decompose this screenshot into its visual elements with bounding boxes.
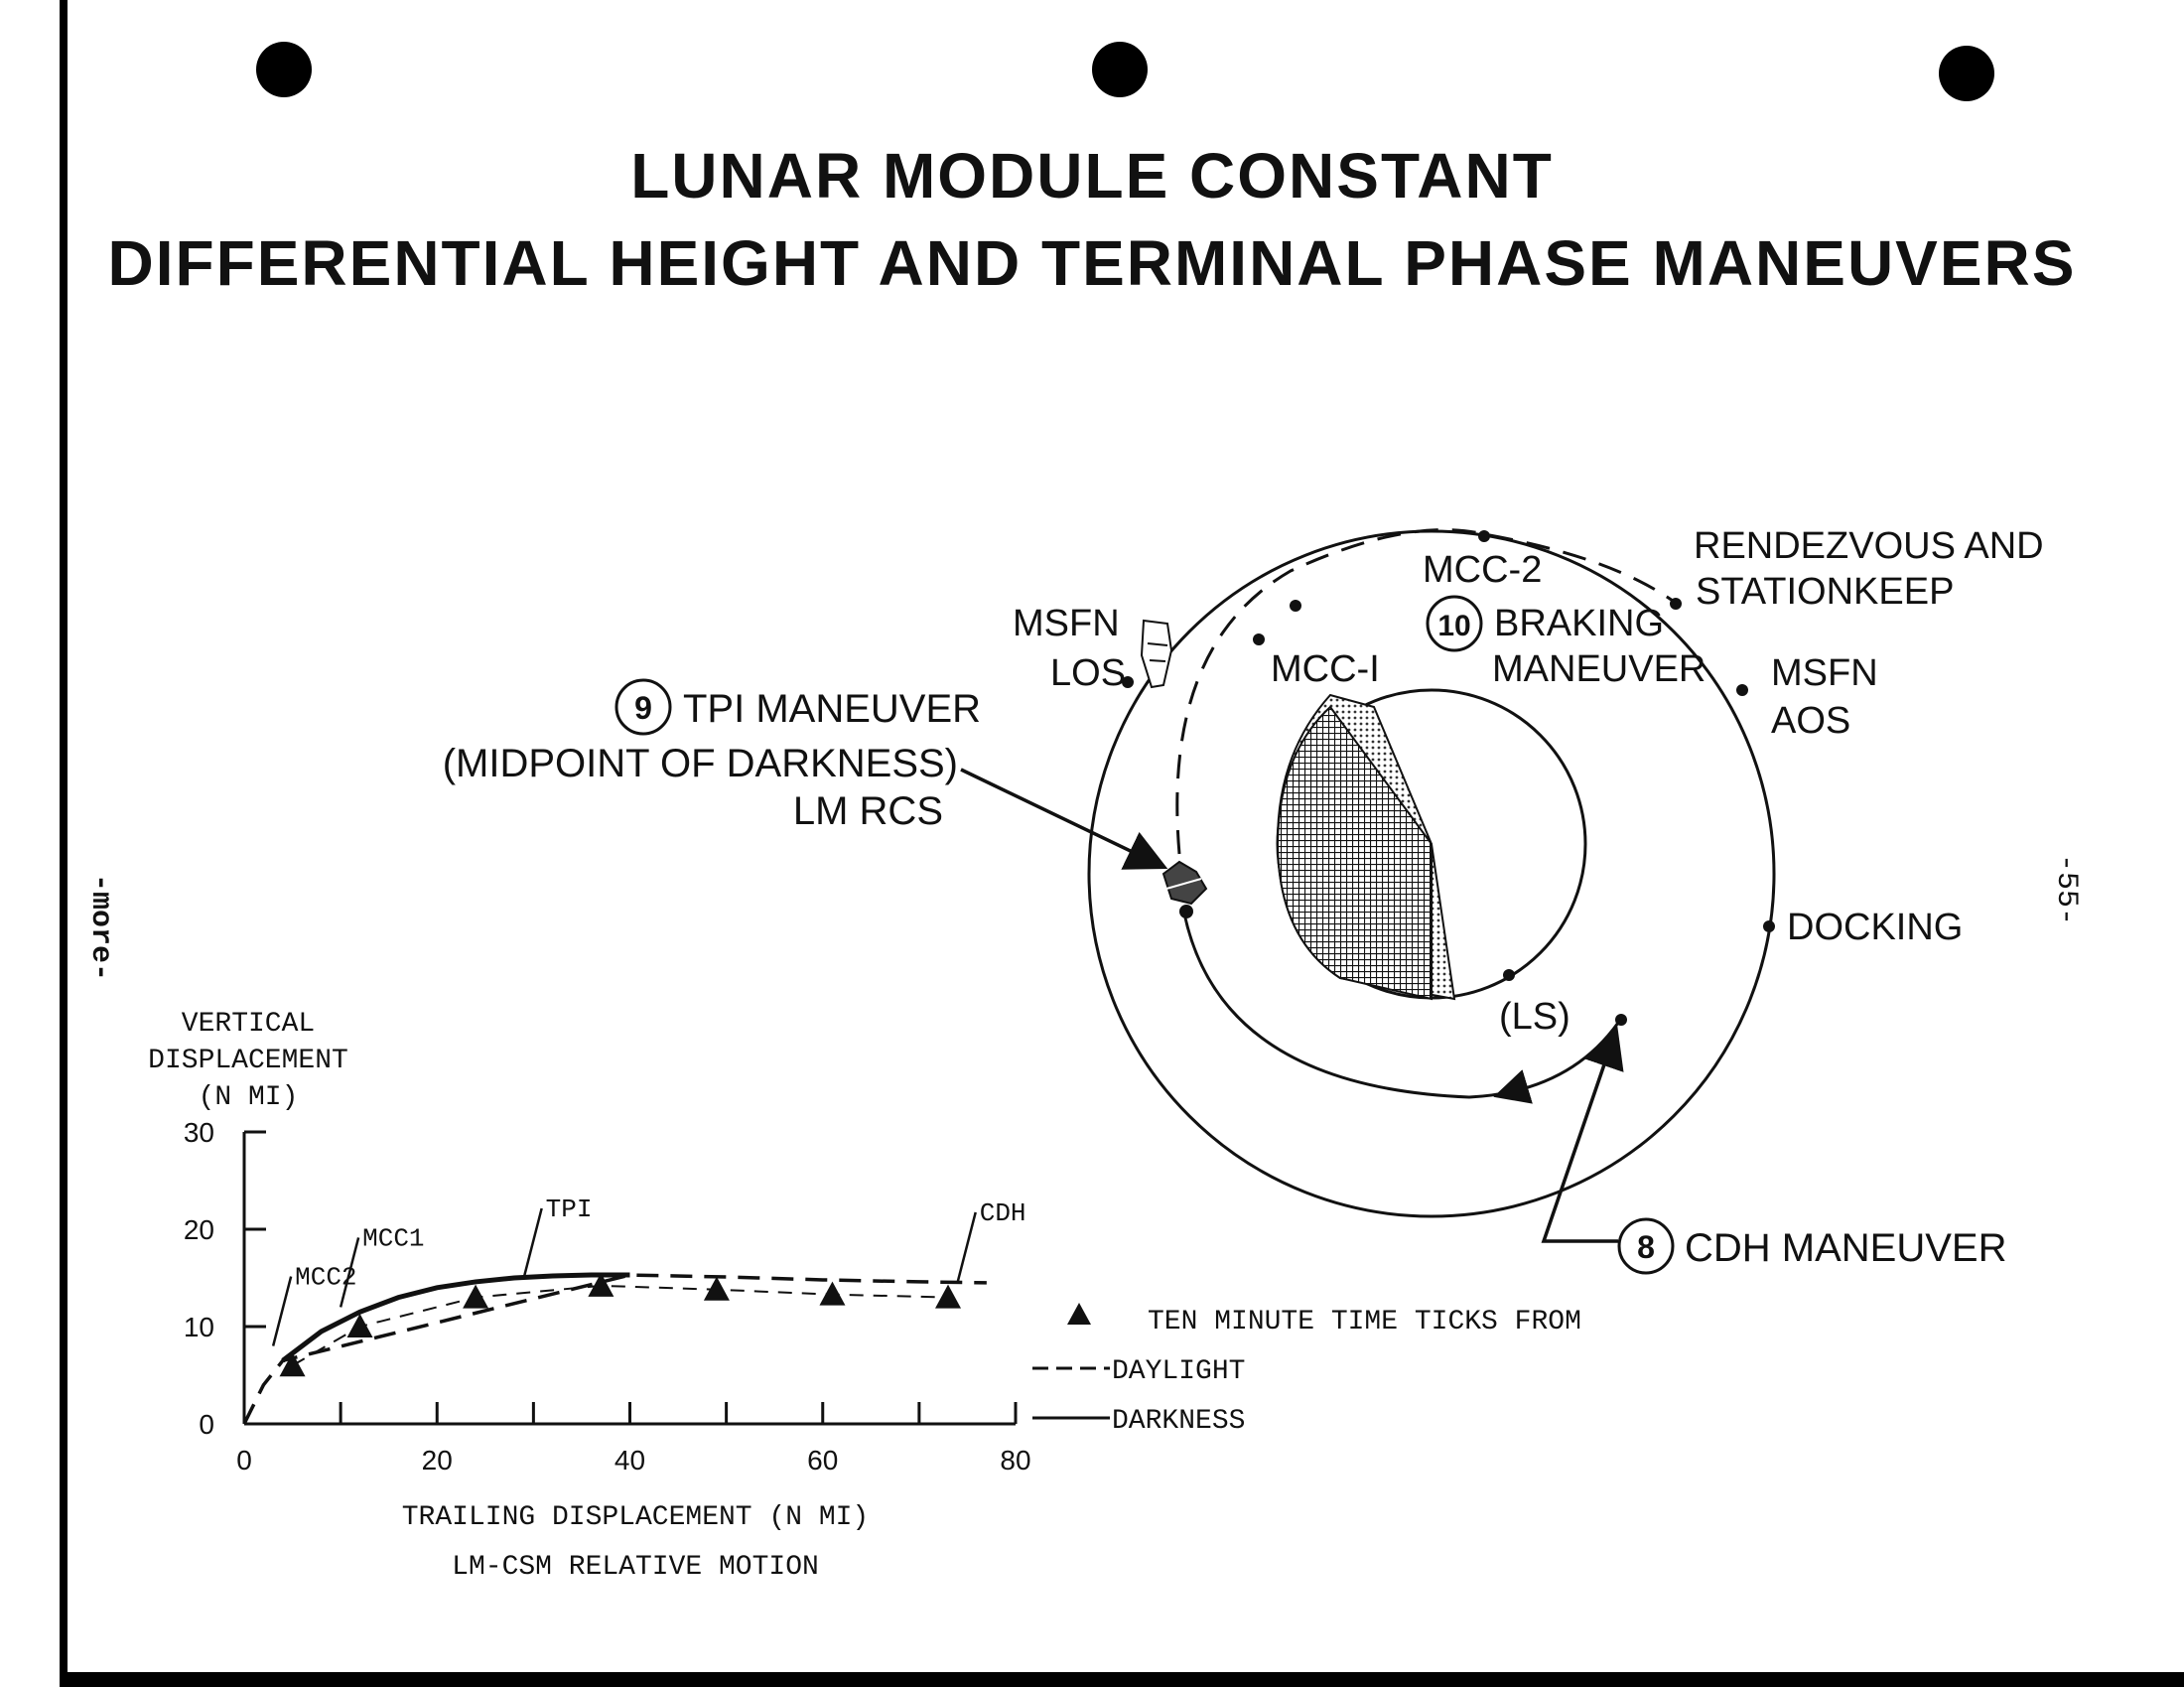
tpi-number-badge — [614, 678, 672, 736]
tpi-number: 9 — [634, 690, 652, 726]
lm-orbit-solid-arc — [1182, 913, 1620, 1099]
annotation-leader — [339, 1237, 360, 1308]
landing-site-point — [1503, 969, 1515, 981]
braking-label-1: BRAKING — [1494, 603, 1664, 644]
braking-number-badge — [1426, 595, 1483, 652]
tpi-label-1: TPI MANEUVER — [683, 687, 981, 731]
y-tick-label: 0 — [199, 1409, 214, 1440]
msfn-aos-label-2: AOS — [1771, 700, 1850, 742]
annotation-leader — [522, 1207, 543, 1279]
cdh-point — [1615, 1014, 1627, 1026]
cdh-number-badge — [1617, 1217, 1675, 1275]
legend-triangle-symbol — [1067, 1303, 1091, 1325]
x-tick-label: 60 — [807, 1445, 838, 1476]
mcc1-point — [1253, 633, 1265, 645]
x-tick-label: 80 — [1000, 1445, 1030, 1476]
time-tick-marker — [279, 1352, 306, 1377]
binder-hole-right — [1939, 46, 1994, 101]
landing-site-label: (LS) — [1499, 996, 1570, 1038]
mcc2-label: MCC-2 — [1423, 549, 1542, 591]
cdh-number: 8 — [1637, 1229, 1655, 1265]
mcc1b-point — [1290, 600, 1301, 612]
tpi-point — [1179, 905, 1193, 918]
chart-subtitle: LM-CSM RELATIVE MOTION — [452, 1552, 819, 1583]
series-line-darkness — [281, 1272, 630, 1363]
msfn-aos-point — [1736, 684, 1748, 696]
annotation-leader — [956, 1211, 977, 1283]
lm-spacecraft-icon — [1161, 860, 1208, 906]
y-tick-label: 20 — [184, 1214, 214, 1245]
docking-point — [1763, 920, 1775, 932]
x-tick-label: 40 — [614, 1445, 645, 1476]
lm-orbit-dashed-arc — [1175, 528, 1674, 855]
braking-label-2: MANEUVER — [1492, 648, 1706, 690]
time-tick-marker — [588, 1272, 614, 1297]
annotation-tpi: TPI — [546, 1195, 593, 1224]
annotation-cdh: CDH — [980, 1198, 1026, 1228]
time-tick-marker — [703, 1276, 730, 1301]
x-tick-label: 0 — [236, 1445, 252, 1476]
binder-hole-center — [1092, 42, 1148, 97]
y-axis-label-1: VERTICAL — [182, 1009, 315, 1040]
y-axis-label-3: (N MI) — [199, 1082, 299, 1113]
tpi-label-2: (MIDPOINT OF DARKNESS) — [443, 742, 958, 785]
mcc1-label: MCC-I — [1271, 648, 1380, 690]
title-line-1: LUNAR MODULE CONSTANT — [630, 140, 1554, 211]
rendezvous-point — [1670, 598, 1682, 610]
time-tick-marker — [819, 1281, 846, 1306]
annotation-leader — [271, 1276, 293, 1346]
rendezvous-label-1: RENDEZVOUS AND — [1694, 525, 2044, 567]
page-border-bottom — [60, 1672, 2184, 1687]
tpi-pointer-arrow — [960, 768, 1168, 870]
lm-orbit-arrow — [1493, 1069, 1533, 1104]
cdh-label: CDH MANEUVER — [1685, 1226, 2006, 1270]
time-tick-marker — [346, 1314, 373, 1337]
x-axis-label: TRAILING DISPLACEMENT (N MI) — [402, 1502, 869, 1533]
y-tick-label: 10 — [184, 1312, 214, 1342]
cdh-pointer-arrow — [1541, 1026, 1624, 1243]
time-tick-marker — [463, 1284, 489, 1309]
csm-spacecraft-icon — [1140, 619, 1173, 689]
page-border-left — [60, 0, 68, 1687]
y-tick-label: 30 — [184, 1117, 214, 1148]
annotation-mcc1: MCC1 — [362, 1223, 424, 1253]
mcc2-point — [1478, 530, 1490, 542]
braking-number: 10 — [1437, 610, 1470, 642]
msfn-los-label-2: LOS — [1050, 652, 1126, 694]
msfn-los-point — [1122, 676, 1134, 688]
legend-label: DAYLIGHT — [1112, 1356, 1245, 1387]
chart-axes: 0 20 40 60 80 0 10 20 30 — [184, 1117, 1031, 1476]
rendezvous-label-2: STATIONKEEP — [1696, 571, 1954, 613]
series-line-daylight — [242, 1273, 987, 1425]
chart-legend: TEN MINUTE TIME TICKS FROM DAYLIGHT DARKNE… — [1032, 1303, 1581, 1437]
moon-darkness-shading — [1276, 705, 1433, 1001]
title-line-2: DIFFERENTIAL HEIGHT AND TERMINAL PHASE M… — [107, 227, 2077, 299]
x-tick-label: 20 — [422, 1445, 453, 1476]
time-tick-marker — [935, 1284, 962, 1309]
tpi-label-3: LM RCS — [793, 789, 943, 833]
legend-label: TEN MINUTE TIME TICKS FROM — [1148, 1307, 1581, 1337]
binder-hole-left — [256, 42, 312, 97]
msfn-los-label-1: MSFN — [1013, 603, 1120, 644]
legend-label: DARKNESS — [1112, 1406, 1245, 1437]
msfn-aos-label-1: MSFN — [1771, 652, 1878, 694]
docking-label: DOCKING — [1787, 907, 1963, 948]
y-axis-label-2: DISPLACEMENT — [148, 1046, 348, 1076]
